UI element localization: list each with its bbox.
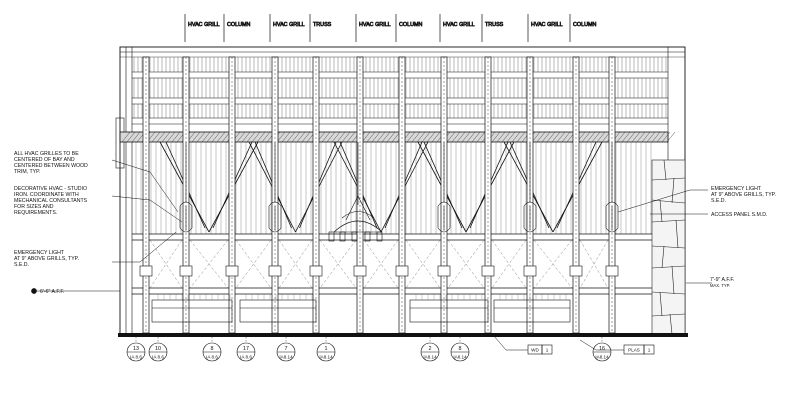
header-label: HVAC GRILL <box>531 22 563 28</box>
detail-tag: 10 IA 8.6 <box>148 334 168 362</box>
centerline-mark: COLUMN <box>223 14 251 42</box>
header-label: HVAC GRILL <box>273 22 305 28</box>
tag-number: 10 <box>155 346 161 352</box>
board-wall <box>135 142 652 234</box>
header-label: COLUMN <box>399 22 422 28</box>
tag-sheet: IA 8.6 <box>130 355 142 360</box>
note-line: CENTERED BETWEEN WOOD <box>14 163 88 169</box>
tag-sheet: IA 8.6 <box>240 355 252 360</box>
tag-number: 1 <box>325 346 328 352</box>
height-mark-left: 6'-6" A.F.F. <box>40 289 64 295</box>
centerline-mark: COLUMN <box>569 14 597 42</box>
finish-tag: WD 1 <box>493 335 553 355</box>
note-line: AT 9" ABOVE GRILLS, TYP. <box>14 256 79 262</box>
note-line: FOR SIZES AND <box>14 204 54 210</box>
right-notes <box>617 189 712 284</box>
main-beam <box>119 131 676 143</box>
note-line: CENTERED OF BAY AND <box>14 157 75 163</box>
note-line: MECHANICAL CONSULTANTS <box>14 198 88 204</box>
detail-tag: 13 IA 8.6 <box>126 334 146 362</box>
note-line: S.E.D. <box>14 262 29 268</box>
tag-number: 8 <box>211 346 214 352</box>
note-line: EMERGENCY LIGHT <box>14 250 65 256</box>
centerline-mark: COLUMN <box>395 14 423 42</box>
note-line: REQUIREMENTS. <box>14 210 57 216</box>
bench-panels <box>151 294 571 323</box>
finish-code: WD <box>531 348 539 353</box>
header-label: HVAC GRILL <box>443 22 475 28</box>
finish-num: 1 <box>546 348 549 353</box>
centerline-header: HVAC GRILL COLUMN HVAC GRILL TRUSS HVAC … <box>184 14 597 42</box>
tag-sheet: IA 8.6 <box>206 355 218 360</box>
panel-crosses <box>149 239 609 289</box>
centerline-mark: HVAC GRILL <box>269 14 305 42</box>
header-label: COLUMN <box>573 22 596 28</box>
tag-number: 17 <box>243 346 249 352</box>
centerline-mark: HVAC GRILL <box>184 14 220 42</box>
note-access-panel: ACCESS PANEL S.M.D. <box>711 212 768 218</box>
header-label: HVAC GRILL <box>359 22 391 28</box>
tag-sheet: IA8.14 <box>279 355 293 360</box>
header-label: HVAC GRILL <box>188 22 220 28</box>
tag-number: 13 <box>133 346 139 352</box>
chandelier <box>328 142 383 242</box>
note-line: ALL HVAC GRILLES TO BE <box>14 151 79 157</box>
height-mark-right: 7'-9" A.F.F. <box>710 277 734 283</box>
detail-tag: 17 IA 8.6 <box>236 334 256 362</box>
note-line: S.E.D. <box>711 198 726 204</box>
centerline-mark: TRUSS <box>481 14 504 42</box>
tag-sheet: IA 8.6 <box>152 355 164 360</box>
note-hvac-grilles: ALL HVAC GRILLES TO BE CENTERED OF BAY A… <box>14 151 88 175</box>
centerline-mark: TRUSS <box>309 14 332 42</box>
finish-tag: PLAS 1 <box>579 339 655 355</box>
note-emergency-light-right: EMERGENCY LIGHT AT 9" ABOVE GRILLS, TYP.… <box>711 186 776 204</box>
note-line: DECORATIVE HVAC - STUDIO <box>14 186 87 192</box>
note-line: TRIM, TYP. <box>14 169 40 175</box>
finish-num: 1 <box>648 348 651 353</box>
stone-wall <box>651 159 686 335</box>
centerline-mark: HVAC GRILL <box>527 14 563 42</box>
tag-sheet: IA8.14 <box>453 355 467 360</box>
tag-number: 16 <box>599 346 605 352</box>
note-decorative-hvac: DECORATIVE HVAC - STUDIO IRON. COORDINAT… <box>14 186 88 216</box>
header-label: TRUSS <box>485 22 504 28</box>
note-line: IRON. COORDINATE WITH <box>14 192 79 198</box>
left-notes <box>31 159 183 294</box>
floor <box>118 333 688 337</box>
centerline-mark: HVAC GRILL <box>355 14 391 42</box>
note-line: EMERGENCY LIGHT <box>711 186 762 192</box>
centerline-mark: HVAC GRILL <box>439 14 475 42</box>
header-label: TRUSS <box>313 22 332 28</box>
tag-sheet: IA8.14 <box>319 355 333 360</box>
header-label: COLUMN <box>227 22 250 28</box>
height-mark-right-sub: MAX. TYP. <box>710 283 730 288</box>
pendant-lights <box>179 142 619 233</box>
note-emergency-light-left: EMERGENCY LIGHT AT 9" ABOVE GRILLS, TYP.… <box>14 250 79 268</box>
tag-number: 2 <box>429 346 432 352</box>
detail-tag: 8 IA 8.6 <box>202 334 222 362</box>
tag-sheet: IA8.14 <box>595 355 609 360</box>
tag-number: 8 <box>459 346 462 352</box>
tag-number: 7 <box>285 346 288 352</box>
finish-code: PLAS <box>628 348 640 353</box>
tag-sheet: IA8.14 <box>423 355 437 360</box>
columns <box>139 56 619 334</box>
note-line: AT 9" ABOVE GRILLS, TYP. <box>711 192 776 198</box>
